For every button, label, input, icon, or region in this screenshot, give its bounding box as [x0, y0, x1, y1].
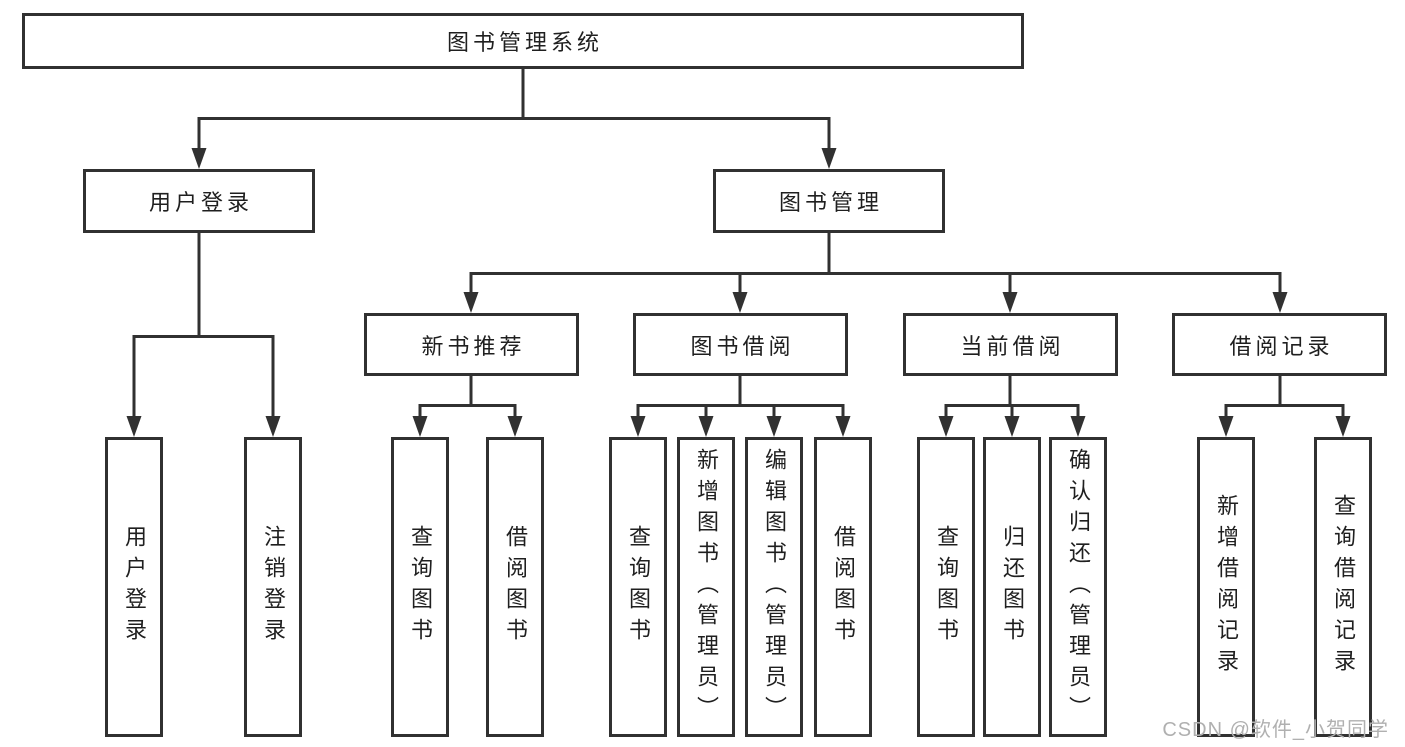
leaf-edit-book-admin: 编辑图书（管理员）	[745, 437, 803, 737]
node-book-borrow: 图书借阅	[633, 313, 848, 376]
node-borrow-records: 借阅记录	[1172, 313, 1387, 376]
leaf-confirm-return-admin: 确认归还（管理员）	[1049, 437, 1107, 737]
leaf-query-books-recommend: 查询图书	[391, 437, 449, 737]
leaf-logout-label: 注销登录	[261, 525, 286, 649]
node-user-login: 用户登录	[83, 169, 315, 233]
leaf-borrow-books-recommend: 借阅图书	[486, 437, 544, 737]
leaf-add-borrow-record-label: 新增借阅记录	[1214, 494, 1239, 680]
node-new-book-recommend-label: 新书推荐	[421, 333, 526, 359]
node-root-label: 图书管理系统	[446, 30, 603, 55]
node-book-management-label: 图书管理	[778, 190, 883, 215]
leaf-user-login-label: 用户登录	[122, 525, 147, 649]
leaf-user-login: 用户登录	[105, 437, 163, 737]
leaf-query-books-recommend-label: 查询图书	[408, 525, 433, 649]
leaf-add-book-admin-label: 新增图书（管理员）	[694, 447, 719, 727]
leaf-query-borrow-record: 查询借阅记录	[1314, 437, 1372, 737]
csdn-watermark: CSDN @软件_小贺同学	[1162, 719, 1389, 741]
leaf-add-borrow-record: 新增借阅记录	[1197, 437, 1255, 737]
node-current-borrow: 当前借阅	[903, 313, 1118, 376]
arrowheads	[126, 148, 1351, 437]
node-book-management: 图书管理	[713, 169, 945, 233]
leaf-query-books-borrow: 查询图书	[609, 437, 667, 737]
node-root: 图书管理系统	[22, 13, 1024, 69]
leaf-add-book-admin: 新增图书（管理员）	[677, 437, 735, 737]
leaf-query-books-borrow-label: 查询图书	[626, 525, 651, 649]
leaf-confirm-return-admin-label: 确认归还（管理员）	[1066, 447, 1091, 727]
leaf-logout: 注销登录	[244, 437, 302, 737]
node-book-borrow-label: 图书借阅	[690, 333, 795, 359]
node-borrow-records-label: 借阅记录	[1229, 333, 1334, 359]
node-current-borrow-label: 当前借阅	[960, 333, 1065, 359]
leaf-query-borrow-record-label: 查询借阅记录	[1331, 494, 1356, 680]
node-new-book-recommend: 新书推荐	[364, 313, 579, 376]
node-user-login-label: 用户登录	[148, 190, 253, 215]
leaf-borrow-books-label: 借阅图书	[831, 525, 856, 649]
leaf-return-book: 归还图书	[983, 437, 1041, 737]
leaf-return-book-label: 归还图书	[1000, 525, 1025, 649]
leaf-edit-book-admin-label: 编辑图书（管理员）	[762, 447, 787, 727]
leaf-borrow-books-recommend-label: 借阅图书	[503, 525, 528, 649]
leaf-borrow-books: 借阅图书	[814, 437, 872, 737]
leaf-query-books-current-label: 查询图书	[934, 525, 959, 649]
leaf-query-books-current: 查询图书	[917, 437, 975, 737]
